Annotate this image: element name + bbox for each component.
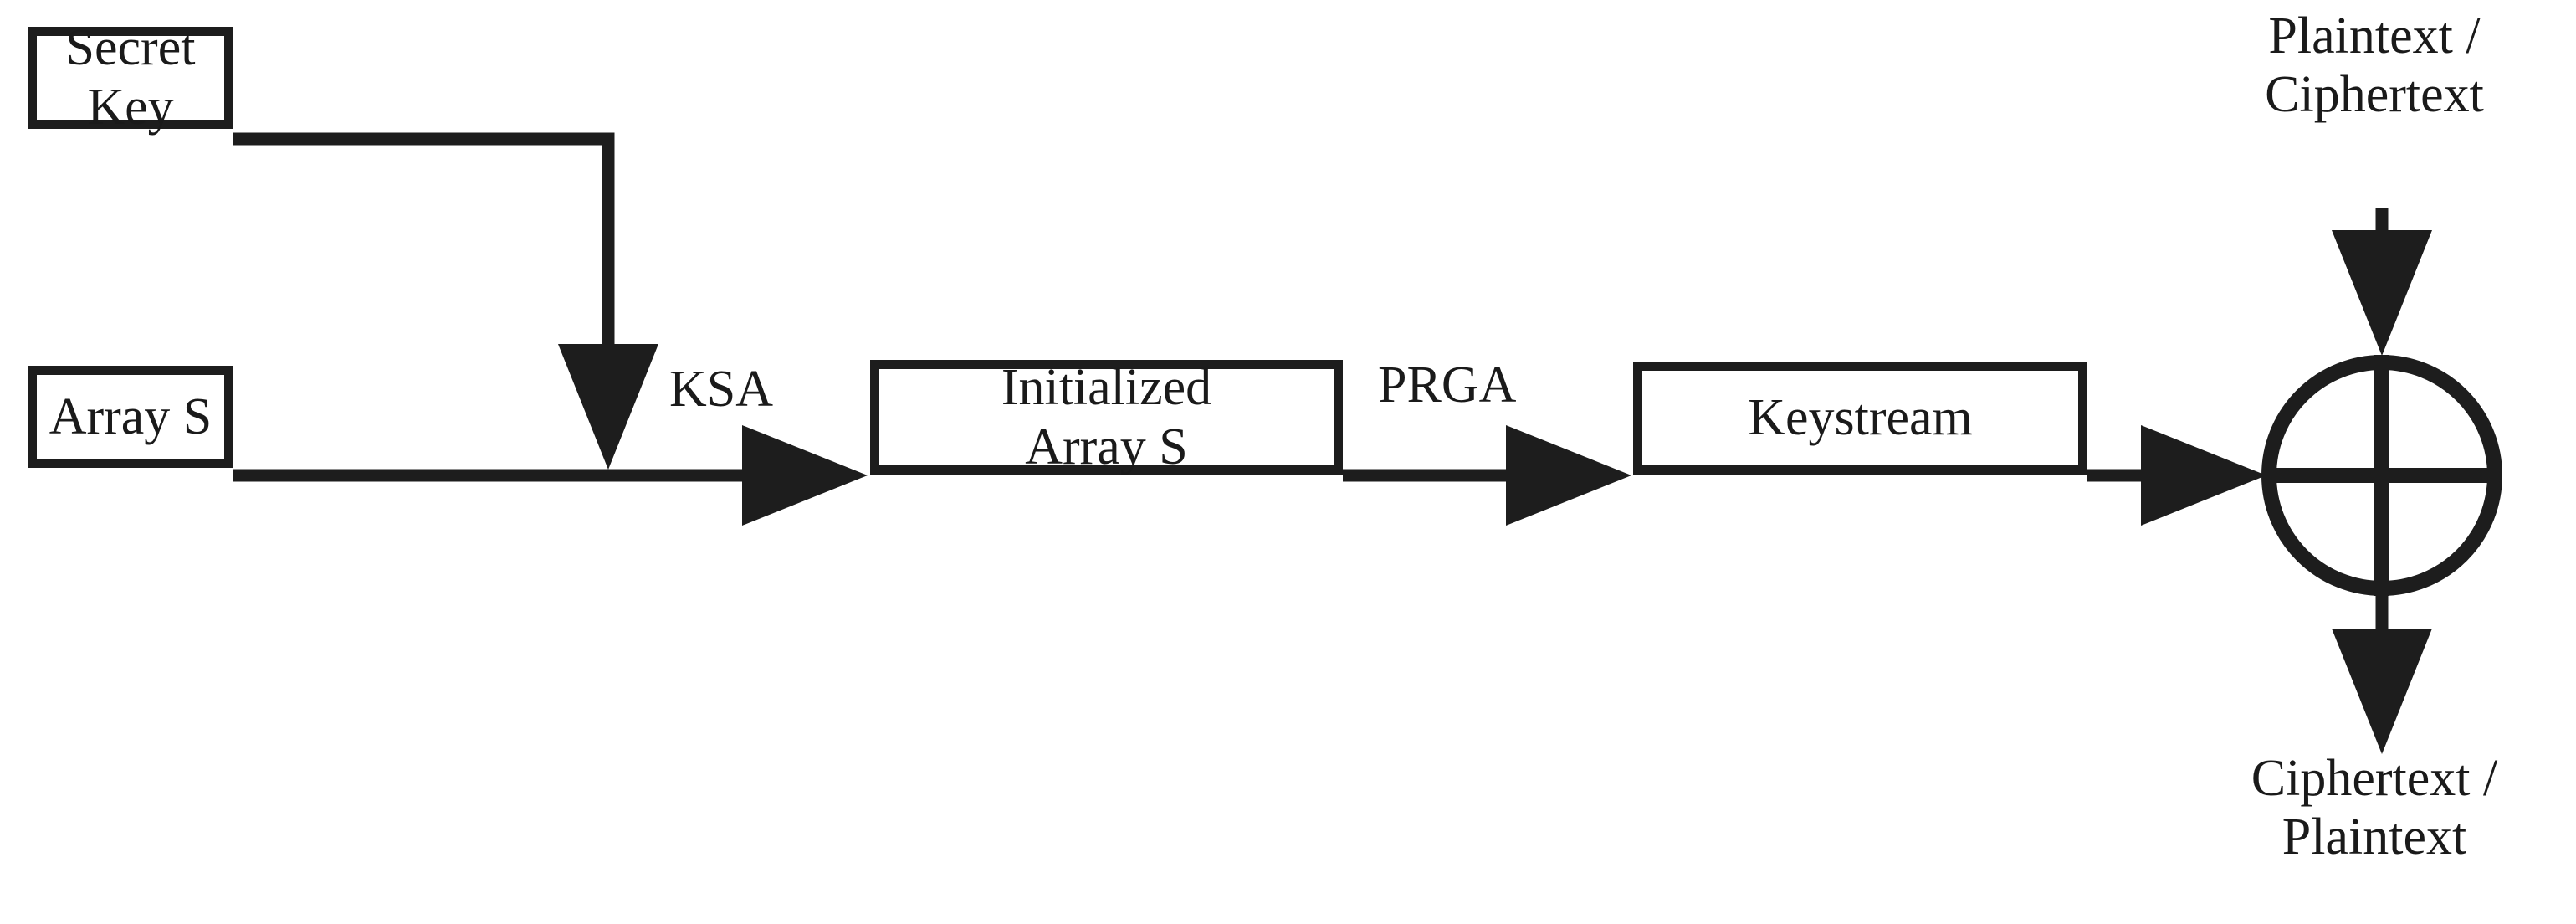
node-xor-operator[interactable] bbox=[2263, 357, 2502, 595]
node-keystream[interactable]: Keystream bbox=[1633, 362, 2087, 475]
node-keystream-label: Keystream bbox=[1748, 389, 1973, 447]
edge-secret-key-to-ksa bbox=[233, 132, 658, 470]
input-plaintext-ciphertext-label: Plaintext / Ciphertext bbox=[2265, 8, 2484, 124]
node-initialized-array-s[interactable]: Initialized Array S bbox=[870, 358, 1343, 475]
xor-circle-plus-icon bbox=[2261, 355, 2502, 596]
node-initialized-array-s-label: Initialized Array S bbox=[1001, 358, 1212, 475]
node-array-s-label: Array S bbox=[49, 388, 213, 445]
node-secret-key[interactable]: Secret Key bbox=[28, 19, 233, 136]
node-array-s[interactable]: Array S bbox=[28, 366, 233, 468]
node-secret-key-label: Secret Key bbox=[65, 19, 196, 136]
output-ciphertext-plaintext-label: Ciphertext / Plaintext bbox=[2251, 750, 2498, 866]
edge-label-ksa: KSA bbox=[669, 361, 774, 418]
edge-label-prga: PRGA bbox=[1378, 357, 1517, 413]
